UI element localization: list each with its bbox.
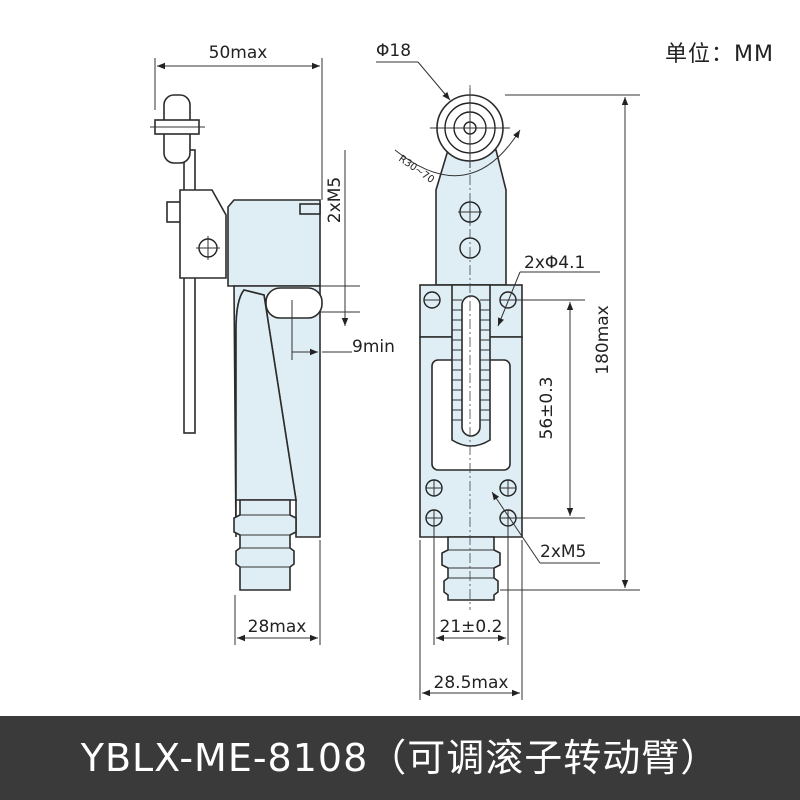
dim-base-width-side: 28max (248, 617, 307, 637)
side-clamp-block (179, 189, 227, 279)
front-view: R30~70 (376, 41, 640, 700)
side-cable-gland (233, 499, 297, 591)
dim-width-max-top: 50max (209, 43, 268, 63)
dim-height-max: 180max (593, 305, 613, 375)
side-head-tab (299, 203, 321, 215)
front-arm (435, 149, 507, 286)
dim-thread-side: 2xM5 (325, 177, 345, 223)
front-plunger-ribs (452, 299, 490, 421)
dim-arm-radius: R30~70 (396, 153, 436, 185)
dim-roller-diameter: Φ18 (376, 41, 411, 61)
dim-hole-diameter: 2xΦ4.1 (524, 253, 585, 273)
side-head (227, 199, 321, 287)
dim-thread-front: 2xM5 (540, 542, 586, 562)
technical-drawing: 50max 2xM5 9min 28max R30~70 (150, 41, 640, 700)
unit-label: 单位：MM (665, 42, 774, 67)
dim-base-width-front: 28.5max (434, 673, 509, 693)
side-view: 50max 2xM5 9min 28max (150, 43, 395, 645)
footer-title: YBLX-ME-8108（可调滚子转动臂） (0, 716, 800, 800)
side-slot (265, 287, 323, 319)
dim-hole-pitch: 21±0.2 (440, 617, 503, 637)
dim-hole-spacing: 56±0.3 (537, 377, 557, 440)
dim-gap-min: 9min (352, 337, 395, 357)
